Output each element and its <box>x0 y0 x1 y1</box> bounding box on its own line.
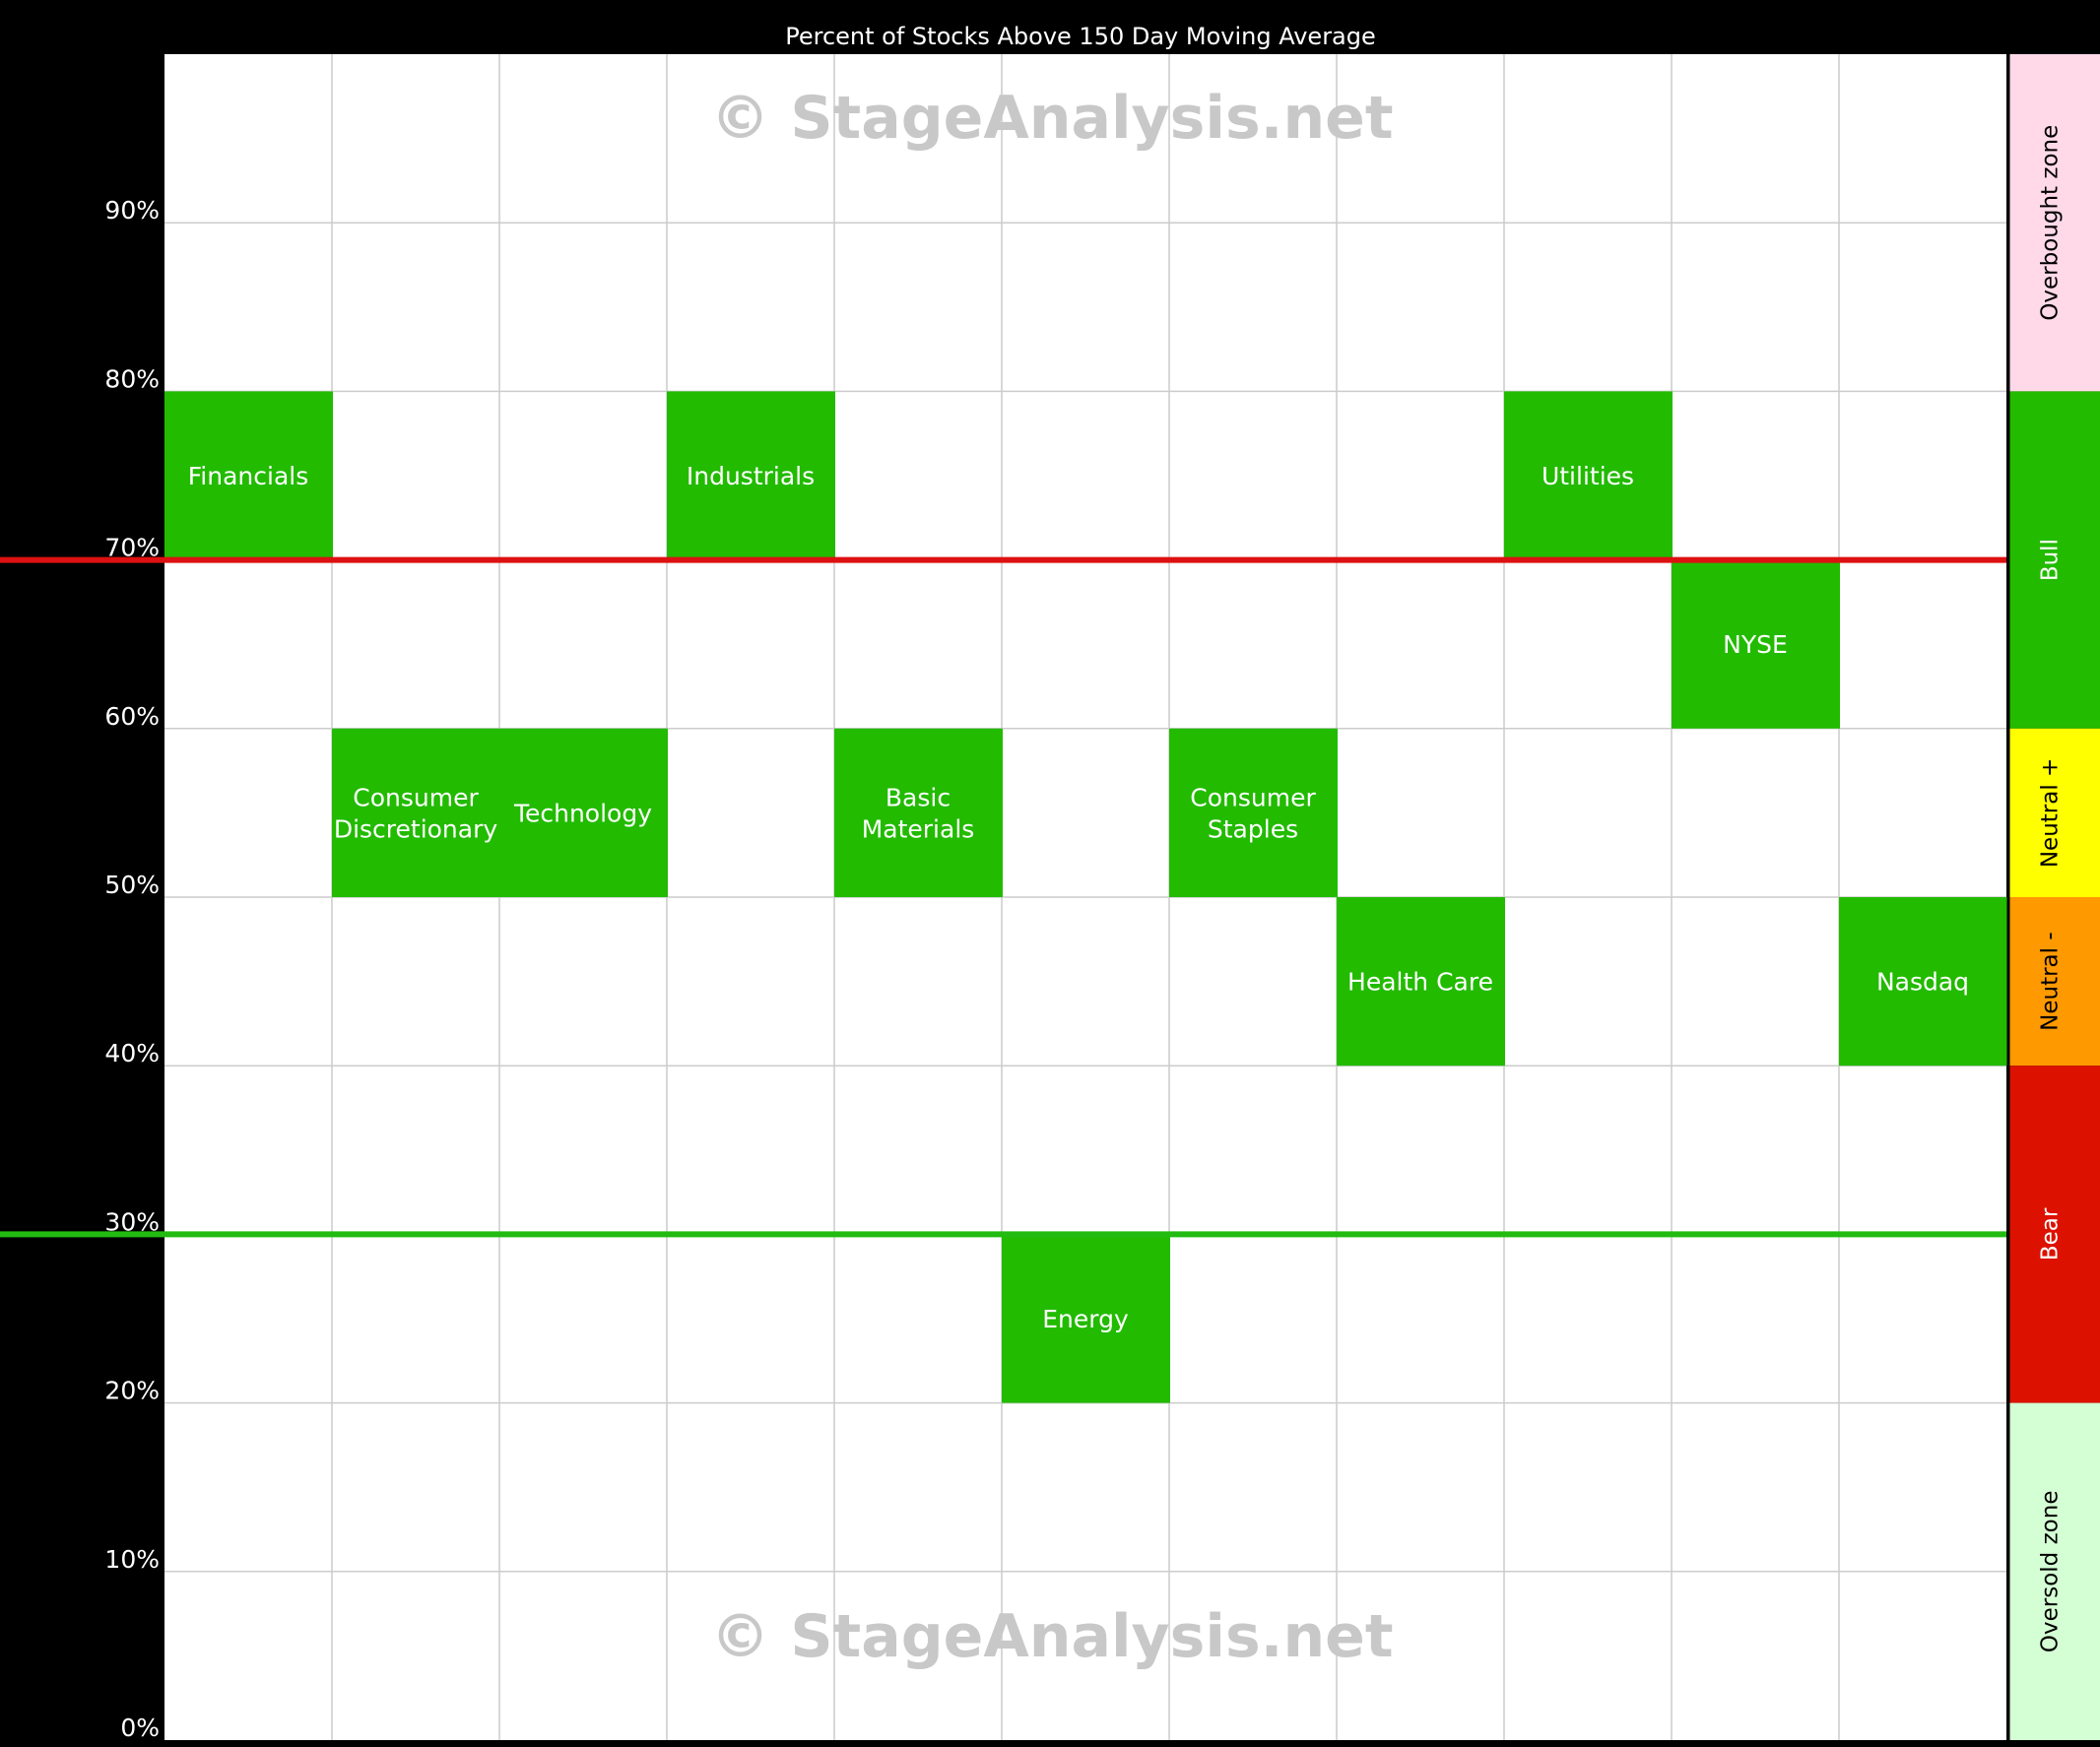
cell-label: Utilities <box>1542 462 1634 490</box>
chart-title: Percent of Stocks Above 150 Day Moving A… <box>785 23 1376 50</box>
zone-band <box>2009 1066 2100 1403</box>
y-tick-label: 90% <box>104 196 160 225</box>
y-tick-label: 40% <box>104 1039 160 1068</box>
zone-label: Overbought zone <box>2038 125 2064 321</box>
cell-label: Consumer <box>1190 783 1316 811</box>
zone-band <box>2009 54 2100 392</box>
cell-label: Materials <box>862 814 975 843</box>
cell-label: Energy <box>1042 1305 1129 1333</box>
heat-cell <box>1672 559 1840 729</box>
zone-band <box>2009 391 2100 729</box>
y-tick-label: 50% <box>104 871 160 899</box>
cell-label: Staples <box>1208 814 1298 843</box>
y-tick-label: 20% <box>104 1377 160 1405</box>
cell-label: NYSE <box>1723 630 1788 659</box>
zone-band <box>2009 897 2100 1067</box>
cell-label: Health Care <box>1347 968 1493 997</box>
zone-label: Oversold zone <box>2038 1491 2064 1653</box>
watermark: © StageAnalysis.net <box>710 1602 1393 1671</box>
y-tick-label: 70% <box>104 534 160 562</box>
heat-cell <box>1002 1234 1170 1403</box>
heat-cell <box>1337 897 1505 1067</box>
heat-cell <box>1839 897 2007 1067</box>
y-tick-label: 30% <box>104 1207 160 1236</box>
y-tick-label: 80% <box>104 364 160 393</box>
heat-cell <box>834 728 1003 897</box>
cell-label: Discretionary <box>334 814 498 843</box>
heat-cell <box>1504 391 1673 560</box>
y-tick-label: 0% <box>120 1714 160 1742</box>
cell-label: Consumer <box>353 783 479 811</box>
heat-cell <box>332 728 500 897</box>
y-tick-label: 10% <box>104 1545 160 1574</box>
cell-label: Nasdaq <box>1876 968 1969 997</box>
cell-label: Technology <box>513 799 652 827</box>
cell-label: Financials <box>188 462 309 490</box>
cell-label: Industrials <box>687 462 815 490</box>
zone-label: Neutral + <box>2038 758 2064 868</box>
heat-cell <box>1169 728 1338 897</box>
zone-band <box>2009 1402 2100 1740</box>
zone-band <box>2009 728 2100 897</box>
heat-cell <box>667 391 835 560</box>
heat-cell <box>164 391 333 560</box>
cell-label: Basic <box>886 783 951 811</box>
watermark: © StageAnalysis.net <box>710 84 1393 153</box>
y-tick-label: 60% <box>104 702 160 731</box>
heat-cell <box>499 728 668 897</box>
zone-label: Neutral - <box>2038 932 2064 1031</box>
zone-label: Bear <box>2038 1207 2064 1261</box>
zone-label: Bull <box>2038 539 2064 581</box>
